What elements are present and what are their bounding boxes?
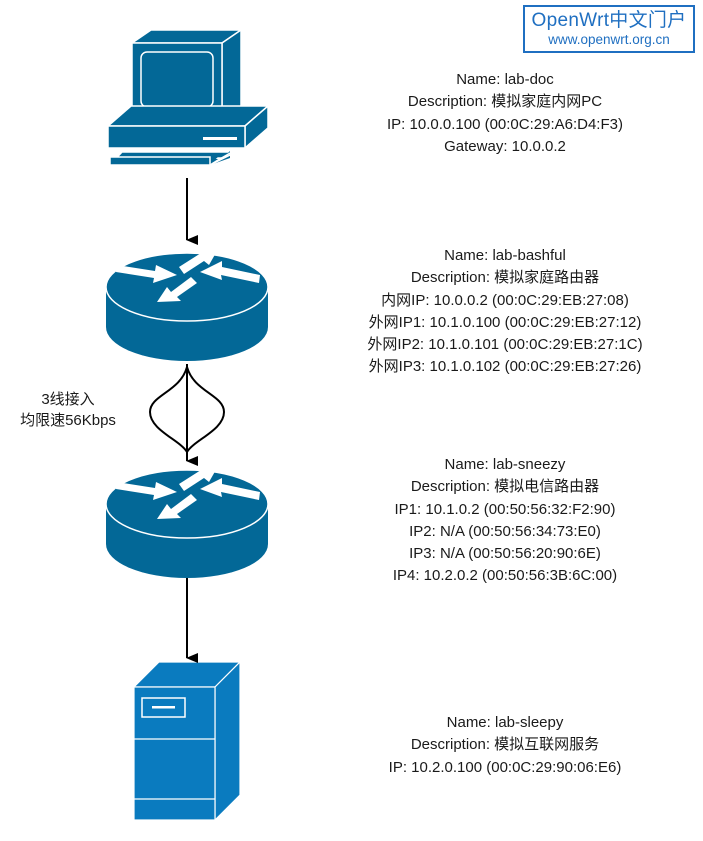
watermark-logo: OpenWrt中文门户 www.openwrt.org.cn: [523, 5, 695, 53]
node-description: Description: 模拟互联网服务: [410, 736, 600, 754]
node-name: Name: lab-sneezy: [444, 456, 566, 473]
node-ip: IP2: N/A (00:50:56:34:73:E0): [409, 522, 601, 540]
server-icon[interactable]: [132, 660, 242, 822]
router-icon[interactable]: [105, 251, 269, 361]
link-label: 3线接入 均限速56Kbps: [8, 389, 128, 431]
node-info-lab-bashful: Name: lab-bashful Description: 模拟家庭路由器 内…: [330, 245, 680, 379]
node-description: Description: 模拟家庭内网PC: [407, 93, 603, 111]
node-wan-ip: 外网IP2: 10.1.0.101 (00:0C:29:EB:27:1C): [367, 336, 643, 354]
node-wan-ip: 外网IP3: 10.1.0.102 (00:0C:29:EB:27:26): [368, 358, 642, 376]
pc-icon[interactable]: [105, 28, 271, 166]
node-name: Name: lab-sleepy: [446, 714, 564, 731]
node-info-lab-sleepy: Name: lab-sleepy Description: 模拟互联网服务 IP…: [340, 712, 670, 779]
watermark-title: OpenWrt中文门户: [531, 10, 687, 31]
node-gateway: Gateway: 10.0.0.2: [444, 137, 566, 155]
node-ip: IP3: N/A (00:50:56:20:90:6E): [409, 545, 601, 563]
router-icon[interactable]: [105, 468, 269, 578]
link-router1-router2: [148, 364, 226, 466]
node-wan-ip: 外网IP1: 10.1.0.100 (00:0C:29:EB:27:12): [368, 313, 642, 331]
node-info-lab-sneezy: Name: lab-sneezy Description: 模拟电信路由器 IP…: [330, 454, 680, 588]
node-lan-ip: 内网IP: 10.0.0.2 (00:0C:29:EB:27:08): [381, 291, 629, 309]
node-ip: IP: 10.2.0.100 (00:0C:29:90:06:E6): [388, 758, 622, 776]
node-description: Description: 模拟家庭路由器: [410, 269, 600, 287]
link-label-line: 均限速56Kbps: [20, 412, 116, 429]
node-name: Name: lab-doc: [456, 71, 554, 88]
node-name: Name: lab-bashful: [444, 247, 566, 264]
node-ip: IP: 10.0.0.100 (00:0C:29:A6:D4:F3): [387, 115, 623, 133]
watermark-url: www.openwrt.org.cn: [548, 32, 670, 47]
node-ip: IP1: 10.1.0.2 (00:50:56:32:F2:90): [394, 500, 616, 518]
node-description: Description: 模拟电信路由器: [410, 478, 600, 496]
node-ip: IP4: 10.2.0.2 (00:50:56:3B:6C:00): [392, 567, 618, 585]
node-info-lab-doc: Name: lab-doc Description: 模拟家庭内网PC IP: …: [340, 69, 670, 158]
link-label-line: 3线接入: [41, 391, 95, 408]
